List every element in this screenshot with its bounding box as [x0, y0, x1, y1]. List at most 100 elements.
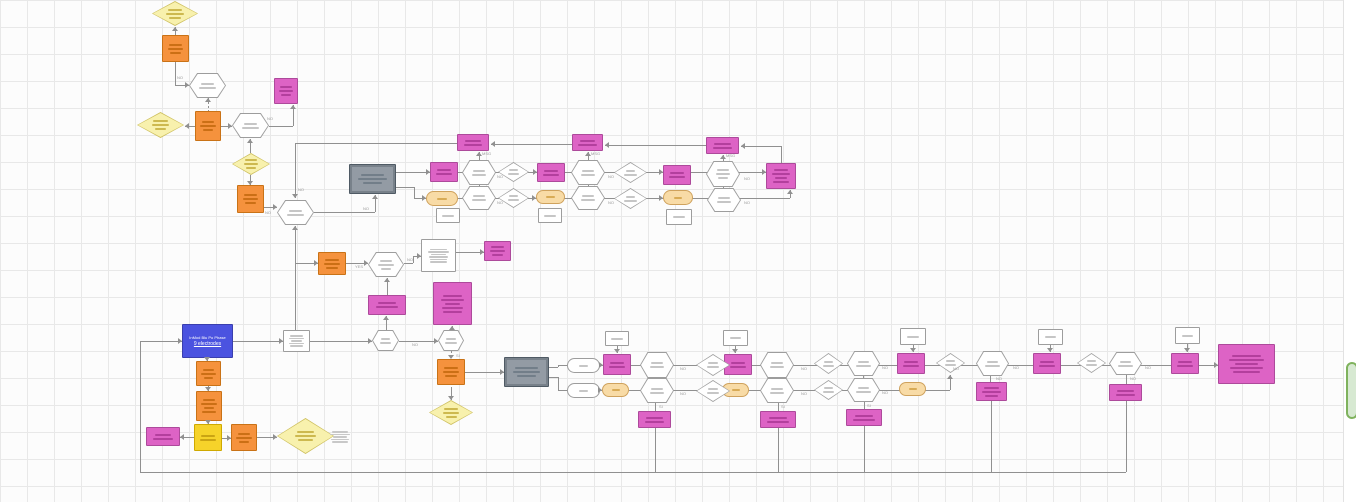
wdia-row2-b[interactable]: [614, 188, 647, 209]
bottom-big-decision[interactable]: [277, 418, 334, 454]
wdia-brow1-c[interactable]: [936, 353, 965, 373]
pink-top-label-3[interactable]: [706, 137, 739, 154]
white-note-3[interactable]: [666, 209, 692, 225]
mid-decision[interactable]: [232, 153, 270, 175]
process-orange-3[interactable]: [237, 185, 264, 213]
process-orange-5[interactable]: [437, 359, 465, 385]
pink-note-1[interactable]: [274, 78, 298, 104]
hex-brow1-b[interactable]: [760, 352, 794, 378]
device-box3d-1[interactable]: [349, 164, 396, 194]
hexagon-shape: [976, 351, 1009, 376]
pink-end-left[interactable]: [146, 427, 180, 446]
hex-2[interactable]: [232, 113, 269, 138]
process-orange-2[interactable]: [195, 111, 221, 141]
pink-note-2[interactable]: [484, 241, 511, 261]
hex-340-a[interactable]: [372, 330, 399, 351]
hex-row1-c[interactable]: [706, 161, 740, 187]
connector-segment: [387, 278, 388, 295]
hex-brow1-e[interactable]: [1109, 352, 1142, 375]
node-text-lines: [462, 186, 496, 210]
left-decision[interactable]: [137, 112, 184, 138]
tan-stadium-4[interactable]: [602, 383, 629, 397]
connector-segment: [549, 377, 558, 378]
hex-3[interactable]: [277, 200, 314, 225]
shape-fill: [499, 189, 528, 207]
hex-brow1-a[interactable]: [640, 352, 674, 378]
hex-brow2-a[interactable]: [640, 378, 674, 403]
wdia-row2-a[interactable]: [498, 188, 529, 208]
white-blabel-3[interactable]: [900, 328, 926, 345]
hex-brow1-d[interactable]: [976, 351, 1009, 376]
hex-brow2-b[interactable]: [760, 378, 794, 403]
node-text-lines: [195, 425, 221, 450]
connector-segment: [222, 438, 231, 439]
process-orange-8[interactable]: [231, 424, 257, 451]
pink-note-3[interactable]: [368, 295, 406, 315]
wdia-brow2-b[interactable]: [814, 380, 843, 400]
wdia-brow2-a[interactable]: [696, 380, 730, 402]
arrowhead-icon: [1047, 348, 1053, 352]
gray-textblock[interactable]: [324, 426, 356, 448]
pink-big-1[interactable]: [766, 163, 796, 189]
pink-top-label-1[interactable]: [457, 134, 489, 151]
pink-bstep-2[interactable]: [724, 354, 752, 375]
pink-big-end[interactable]: [1218, 344, 1275, 384]
pink-blabel-2[interactable]: [760, 411, 796, 428]
hex-1[interactable]: [189, 73, 226, 98]
pink-blabel-4[interactable]: [976, 382, 1007, 401]
hex-row2-a[interactable]: [462, 186, 496, 210]
green-clipped[interactable]: [1346, 362, 1356, 419]
white-note-1[interactable]: [436, 208, 460, 223]
process-orange-1[interactable]: [162, 35, 189, 62]
hex-row1-b[interactable]: [571, 160, 605, 185]
white-blabel-5[interactable]: [1175, 327, 1200, 344]
white-blabel-4[interactable]: [1038, 329, 1063, 345]
pink-blabel-1[interactable]: [638, 411, 671, 428]
pink-top-label-2[interactable]: [572, 134, 603, 151]
device-box3d-2[interactable]: [504, 357, 549, 387]
bottom-mid-decision[interactable]: [429, 400, 473, 425]
edge-label: NO: [265, 210, 271, 215]
tan-stadium-2[interactable]: [536, 190, 565, 204]
start-decision[interactable]: [152, 1, 198, 26]
hex-340-b[interactable]: [438, 330, 464, 351]
pink-step-1[interactable]: [430, 162, 458, 182]
hex-row2-c[interactable]: [707, 188, 741, 212]
tan-stadium-6[interactable]: [899, 382, 926, 396]
tan-stadium-3[interactable]: [663, 190, 693, 205]
white-note-2[interactable]: [538, 208, 562, 223]
hex-mid[interactable]: [368, 252, 404, 277]
pink-bstep-4[interactable]: [1033, 353, 1061, 374]
wdia-row1-b[interactable]: [614, 162, 647, 183]
arrowhead-icon: [1184, 348, 1190, 352]
arrowhead-icon: [227, 435, 231, 441]
pink-bstep-3[interactable]: [897, 353, 925, 374]
wdia-brow1-d[interactable]: [1077, 353, 1106, 373]
hex-brow1-c[interactable]: [847, 351, 880, 376]
pink-bstep-1[interactable]: [603, 354, 631, 375]
doc-list-2[interactable]: [283, 330, 310, 352]
wdia-brow1-a[interactable]: [696, 354, 730, 376]
pink-big-note[interactable]: [433, 282, 472, 325]
process-orange-7[interactable]: [196, 391, 222, 421]
wdia-brow1-b[interactable]: [814, 353, 843, 374]
process-orange-4[interactable]: [318, 252, 346, 275]
pink-blabel-3[interactable]: [846, 409, 882, 426]
hex-row2-b[interactable]: [571, 186, 605, 210]
white-blabel-1[interactable]: [605, 331, 629, 346]
wdia-row1-a[interactable]: [498, 162, 529, 182]
tan-stadium-1[interactable]: [426, 191, 458, 206]
white-blabel-2[interactable]: [723, 330, 748, 346]
process-yellow[interactable]: [194, 424, 222, 451]
pink-bstep-5[interactable]: [1171, 353, 1199, 374]
process-orange-6[interactable]: [196, 361, 221, 386]
diamond-shape: [614, 162, 647, 183]
pink-step-2[interactable]: [537, 163, 565, 182]
pink-step-3[interactable]: [663, 165, 691, 185]
hex-brow2-c[interactable]: [847, 378, 880, 402]
doc-list-1[interactable]: [421, 239, 456, 272]
arrowhead-icon: [585, 152, 591, 156]
hex-row1-a[interactable]: [462, 160, 496, 185]
pink-blabel-5[interactable]: [1109, 384, 1142, 401]
